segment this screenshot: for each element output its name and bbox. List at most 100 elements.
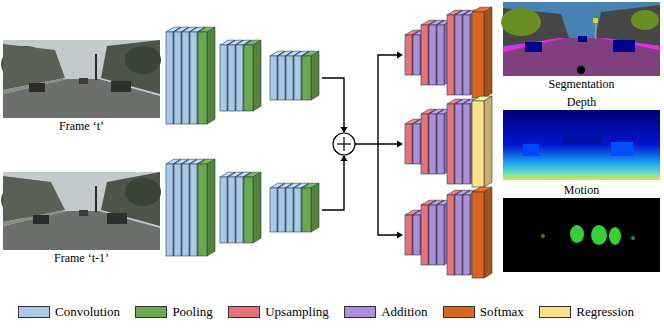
image-caption: Motion: [562, 183, 601, 197]
image-caption: Frame ‘t-1’: [52, 251, 111, 265]
flow-line: [378, 55, 398, 144]
photo-sidewalk: [3, 211, 67, 226]
image-panel: Frame ‘t-1’: [3, 172, 160, 265]
legend-label: Convolution: [55, 304, 120, 320]
layer-slab: [455, 99, 470, 184]
photo-car: [29, 83, 45, 92]
motion-field: [503, 198, 660, 272]
seg-pole: [595, 23, 597, 39]
layer-slab: [302, 183, 319, 232]
slab-front: [429, 25, 436, 85]
slab-side: [227, 40, 235, 111]
layer-slab: [198, 27, 215, 124]
slab-side: [253, 40, 261, 111]
slab-side: [462, 99, 470, 184]
motion-image: [503, 198, 660, 272]
image-caption: Depth: [565, 95, 598, 109]
photo-tree: [125, 46, 161, 74]
seg-ego-mark: [577, 66, 585, 74]
photo-pole: [95, 54, 97, 80]
arrow-head: [397, 52, 403, 59]
seg-sidewalk: [503, 38, 565, 52]
segmentation-image: [501, 2, 660, 76]
flow-line: [398, 143, 400, 144]
slab-front: [405, 124, 412, 164]
slab-side: [311, 183, 319, 232]
layer-slab: [174, 27, 189, 124]
street-photo: [1, 40, 161, 118]
legend-item: Addition: [344, 304, 427, 320]
slab-side: [428, 109, 436, 174]
slab-front: [447, 195, 454, 275]
photo-sidewalk: [3, 79, 67, 94]
layer-slab: [228, 172, 243, 243]
flow-line: [322, 156, 344, 210]
sum-circle: [333, 133, 355, 155]
slab-side: [484, 187, 492, 278]
layer-slab: [270, 51, 285, 100]
layer-slab: [182, 27, 197, 124]
slab-front: [286, 56, 293, 100]
slab-front: [182, 32, 189, 124]
photo-building: [101, 172, 160, 226]
photo-car: [111, 81, 131, 92]
legend-label: Softmax: [480, 304, 524, 320]
legend-swatch: [18, 306, 50, 318]
depth-object: [523, 144, 539, 156]
slab-side: [428, 200, 436, 265]
image-area: [3, 40, 160, 118]
slab-front: [270, 56, 277, 100]
layer-slab: [244, 172, 261, 243]
layer-slab: [447, 99, 462, 184]
layer-slab: [166, 27, 181, 124]
slab-side: [253, 172, 261, 243]
seg-vegetation: [631, 10, 659, 30]
caption-row: Segmentation: [503, 76, 660, 91]
photo-tree: [125, 178, 161, 206]
slab-front: [455, 15, 462, 95]
slab-front: [286, 188, 293, 232]
layer-slab: [228, 40, 243, 111]
slab-front: [472, 192, 484, 278]
photo-sky: [3, 40, 160, 118]
image-panel: Frame ‘t’: [3, 40, 160, 133]
slab-side: [311, 51, 319, 100]
legend-swatch: [135, 306, 167, 318]
slab-front: [472, 12, 484, 98]
photo-sky: [3, 172, 160, 250]
layer-slab: [270, 183, 285, 232]
caption-row: Motion: [503, 182, 660, 197]
depth-image: [503, 110, 660, 180]
legend-item: Pooling: [135, 304, 212, 320]
motion-blob: [591, 225, 607, 245]
slab-front: [437, 205, 444, 265]
legend-label: Regression: [576, 304, 634, 320]
slab-front: [220, 45, 227, 111]
slab-front: [236, 45, 243, 111]
image-area: [503, 109, 660, 179]
slab-front: [236, 177, 243, 243]
layer-slab: [455, 10, 470, 95]
image-area: [503, 2, 660, 76]
slab-side: [189, 159, 197, 256]
layer-slab: [302, 51, 319, 100]
slab-side: [173, 159, 181, 256]
depth-field: [503, 110, 660, 180]
caption-row: Depth: [503, 94, 660, 109]
slab-side: [189, 27, 197, 124]
slab-front: [413, 124, 420, 164]
layer-slab: [429, 109, 444, 174]
slab-front: [455, 104, 462, 184]
slab-front: [182, 164, 189, 256]
slab-front: [472, 101, 484, 187]
slab-side: [207, 159, 215, 256]
layer-slab: [447, 190, 462, 275]
legend-label: Upsampling: [265, 304, 329, 320]
slab-side: [235, 172, 243, 243]
slab-front: [244, 177, 253, 243]
slab-side: [436, 20, 444, 85]
image-panel: Segmentation: [503, 2, 660, 91]
slab-front: [302, 56, 311, 100]
legend-swatch: [443, 306, 475, 318]
